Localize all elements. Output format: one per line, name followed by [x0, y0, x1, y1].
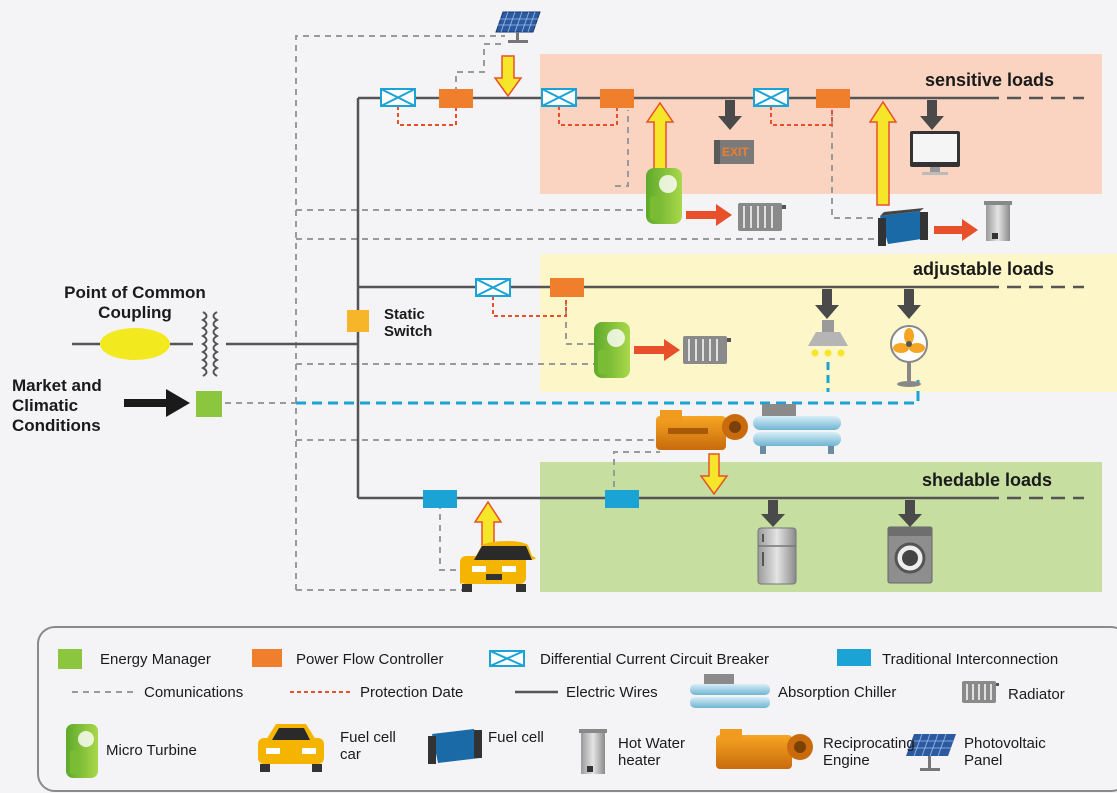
legend-car-icon	[258, 724, 324, 772]
legend-dccb-swatch	[489, 650, 525, 667]
legend-traditional-swatch	[837, 649, 871, 666]
fuel-cell-car-icon	[460, 541, 536, 592]
pcc-label: Point of Common Coupling	[64, 283, 206, 322]
energy-arrows	[473, 55, 898, 561]
legend-dccb-label: Differential Current Circuit Breaker	[540, 651, 769, 668]
legend-chiller-label: Absorption Chiller	[778, 684, 897, 701]
shedable-loads-zone	[540, 462, 1102, 592]
breaker-icons	[380, 88, 789, 297]
legend-comm-label: Comunications	[144, 684, 244, 701]
shedable-loads-title: shedable loads	[922, 470, 1053, 490]
legend-engine-label: Reciprocating Engine	[823, 735, 915, 769]
electric-wires	[72, 96, 985, 500]
legend-energy-manager-label: Energy Manager	[100, 651, 211, 668]
static-switch	[347, 310, 369, 332]
fuel-cell-icon	[878, 208, 928, 246]
legend-energy-manager-swatch	[58, 649, 82, 669]
washing-machine-icon	[887, 526, 933, 584]
legend-radiator-icon	[962, 681, 999, 703]
fan-icon	[890, 325, 928, 387]
legend-pv-icon	[906, 733, 956, 771]
legend-engine-icon	[716, 729, 813, 769]
legend-fuel-cell-label: Fuel cell	[488, 729, 544, 746]
communication-lines	[225, 35, 888, 591]
traditional-interconnections	[423, 490, 639, 508]
load-arrows	[718, 100, 944, 527]
legend-chiller-icon	[690, 674, 770, 708]
legend-hot-water-label: Hot Water heater	[618, 735, 685, 769]
power-flow-controllers	[439, 89, 850, 297]
legend-micro-turbine-icon	[66, 724, 98, 778]
static-switch-label: Static Switch	[384, 306, 433, 340]
heat-arrows	[634, 204, 978, 361]
reciprocating-engine-icon	[656, 410, 748, 450]
exit-sign-text: EXIT	[722, 145, 749, 159]
sensitive-loads-zone	[540, 54, 1102, 194]
legend-fuel-cell-car-label: Fuel cell car	[340, 729, 396, 763]
energy-manager-main	[196, 391, 222, 417]
market-label: Market and Climatic Conditions	[12, 376, 102, 435]
hot-water-heater-icon	[984, 201, 1012, 241]
hood-light-icon	[808, 320, 848, 357]
legend-pv-label: Photovoltaic Panel	[964, 735, 1046, 769]
legend-hot-water-icon	[579, 729, 607, 774]
legend-fuel-cell-icon	[428, 729, 482, 764]
sensitive-loads-title: sensitive loads	[925, 70, 1055, 90]
protection-lines	[397, 106, 833, 317]
radiator-icon	[683, 336, 731, 364]
photovoltaic-panel-icon	[495, 11, 541, 43]
pcc-ellipse	[100, 328, 170, 360]
legend-electric-label: Electric Wires	[566, 684, 658, 701]
legend-traditional-label: Traditional Interconnection	[882, 651, 1059, 668]
adjustable-loads-title: adjustable loads	[913, 259, 1055, 279]
micro-turbine-icon	[646, 168, 682, 224]
transformer-icon	[200, 311, 220, 377]
absorption-chiller-icon	[753, 404, 841, 454]
monitor-icon	[910, 131, 960, 175]
legend-pfc-label: Power Flow Controller	[296, 651, 444, 668]
legend-radiator-label: Radiator	[1008, 686, 1065, 703]
exit-sign-icon	[714, 140, 754, 164]
legend-panel	[37, 626, 1117, 792]
micro-turbine-icon	[594, 322, 630, 378]
legend-protection-label: Protection Date	[360, 684, 464, 701]
legend-micro-turbine-label: Micro Turbine	[106, 742, 197, 759]
bus-dash-ends	[985, 96, 1084, 500]
radiator-icon	[738, 203, 786, 231]
market-arrow-icon	[124, 389, 190, 417]
refrigerator-icon	[757, 527, 797, 585]
legend-pfc-swatch	[252, 649, 282, 667]
